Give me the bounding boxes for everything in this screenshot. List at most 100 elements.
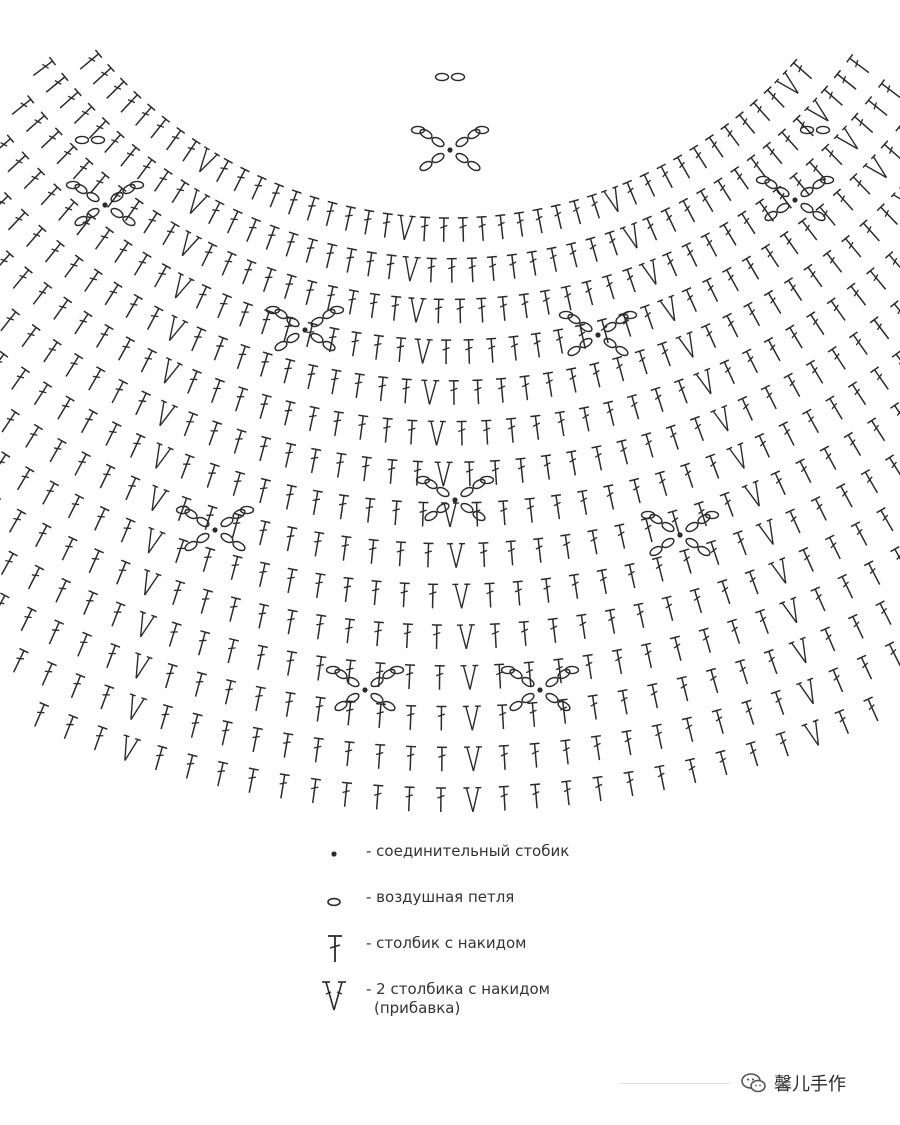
stitch-double-crochet — [135, 390, 152, 416]
stitch-double-crochet — [891, 350, 900, 374]
stitch-double-crochet — [48, 619, 65, 645]
stitch-double-crochet — [875, 600, 892, 625]
stitch-double-crochet — [125, 475, 141, 501]
stitch-double-crochet — [884, 641, 900, 666]
stitch-chain — [704, 510, 720, 520]
stitch-double-crochet — [287, 609, 298, 635]
stitch-double-crochet — [265, 224, 280, 250]
stitch-double-crochet — [7, 151, 30, 173]
stitch-double-crochet — [0, 592, 10, 617]
stitch-double-crochet — [848, 331, 868, 355]
stitch-double-crochet — [172, 579, 186, 606]
stitch-double-crochet — [63, 713, 79, 740]
stitch-chain — [467, 128, 481, 140]
stitch-double-crochet — [57, 395, 75, 420]
stitch-double-crochet — [735, 658, 749, 685]
stitch-double-crochet — [820, 85, 843, 106]
stitch-chain — [436, 486, 450, 498]
stitch-double-crochet — [785, 324, 803, 349]
stitch-double-crochet — [591, 445, 603, 471]
stitch-double-crochet — [286, 650, 298, 676]
stitch-double-crochet — [125, 293, 143, 319]
stitch-double-crochet — [711, 708, 724, 734]
stitch-chain — [382, 700, 396, 712]
stitch-double-crochet — [870, 366, 889, 390]
stitch-double-crochet — [783, 277, 803, 301]
stitch-double-crochet — [566, 450, 577, 476]
legend-label-line2: (прибавка) — [374, 999, 461, 1017]
stitch-double-crochet — [880, 140, 900, 161]
stitch-double-crochet — [242, 259, 257, 285]
stitch-chain — [558, 310, 574, 320]
stitch-double-crochet — [785, 508, 801, 534]
stitch-double-crochet — [285, 484, 297, 510]
stitch-double-crochet — [518, 620, 529, 646]
stitch-chain — [346, 676, 360, 688]
stitch-double-crochet — [822, 249, 843, 273]
stitch-increase — [710, 404, 729, 432]
stitch-chain — [472, 510, 486, 522]
stitch-double-crochet — [55, 577, 72, 603]
stitch-double-crochet — [116, 559, 131, 585]
stitch-slip — [792, 197, 798, 203]
stitch-double-crochet — [486, 255, 497, 281]
stitch-double-crochet — [202, 546, 216, 573]
stitch-double-crochet — [722, 312, 739, 338]
stitch-increase — [833, 125, 859, 150]
stitch-increase — [779, 596, 798, 624]
stitch-double-crochet — [104, 130, 125, 154]
chain-icon — [327, 897, 341, 907]
stitch-double-crochet — [133, 251, 152, 276]
stitch-chain — [129, 180, 145, 190]
stitch-double-crochet — [59, 87, 82, 109]
stitch-chain — [110, 191, 124, 203]
stitch-double-crochet — [789, 58, 813, 80]
stitch-double-crochet — [325, 200, 338, 227]
stitch-double-crochet — [7, 208, 30, 231]
stitch-increase — [163, 357, 183, 384]
stitch-double-crochet — [331, 368, 342, 395]
stitch-double-crochet — [404, 786, 415, 812]
stitch-increase — [462, 705, 481, 731]
stitch-double-crochet — [772, 185, 792, 209]
stitch-increase — [774, 69, 799, 94]
stitch-double-crochet — [286, 525, 298, 552]
stitch-double-crochet — [80, 408, 98, 434]
stitch-double-crochet — [577, 489, 588, 515]
stitch-increase — [421, 379, 440, 405]
stitch-double-crochet — [258, 561, 271, 587]
stitch-double-crochet — [552, 328, 564, 354]
stitch-double-crochet — [40, 183, 62, 206]
stitch-double-crochet — [88, 116, 111, 139]
stitch-chain — [455, 152, 469, 164]
stitch-double-crochet — [754, 432, 770, 458]
stitch-double-crochet — [32, 56, 57, 77]
stitch-double-crochet — [633, 602, 645, 628]
stitch-chain — [697, 513, 711, 525]
stitch-double-crochet — [805, 158, 827, 181]
stitch-double-crochet — [602, 400, 615, 426]
stitch-double-crochet — [166, 126, 186, 151]
stitch-double-crochet — [11, 366, 30, 390]
stitch-double-crochet — [641, 432, 654, 458]
stitch-increase — [408, 297, 427, 323]
stitch-double-crochet — [378, 375, 389, 402]
stitch-chain — [74, 215, 88, 227]
stitch-double-crochet — [846, 53, 870, 74]
stitch-double-crochet — [446, 257, 457, 283]
stitch-double-crochet — [369, 292, 381, 319]
stitch-increase — [155, 442, 174, 469]
stitch-double-crochet — [89, 171, 110, 195]
stitch-double-crochet — [722, 266, 739, 292]
stitch-double-crochet — [363, 209, 375, 235]
stitch-double-crochet — [859, 219, 880, 242]
stitch-double-crochet — [56, 142, 78, 165]
stitch-double-crochet — [233, 166, 250, 192]
stitch-double-crochet — [259, 477, 271, 504]
stitch-increase — [619, 221, 638, 249]
legend-label: - воздушная петля — [366, 888, 515, 906]
stitch-double-crochet — [466, 257, 477, 283]
stitch-double-crochet — [565, 241, 578, 268]
stitch-double-crochet — [287, 567, 298, 594]
stitch-increase — [402, 255, 421, 282]
